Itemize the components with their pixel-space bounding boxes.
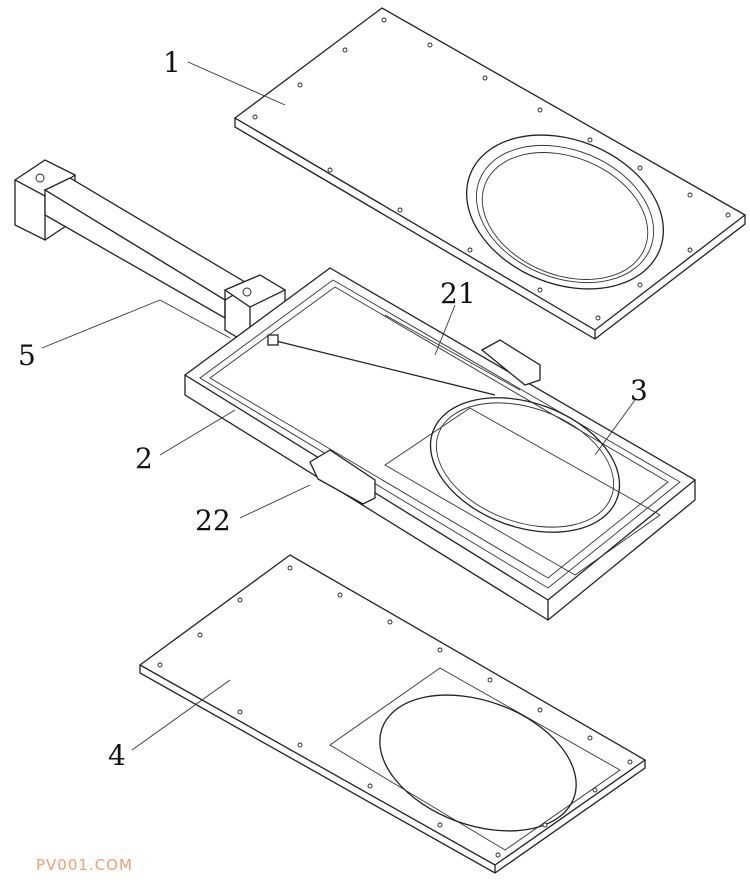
- leader-lines: [41, 61, 636, 751]
- label-4: 4: [108, 739, 126, 772]
- label-2: 2: [135, 442, 153, 475]
- cylinder: [13, 159, 287, 347]
- label-22: 22: [195, 504, 231, 537]
- label-21: 21: [440, 277, 476, 310]
- watermark: PV001.COM: [36, 856, 133, 874]
- label-1: 1: [163, 46, 181, 79]
- top-plate: [233, 7, 747, 340]
- label-5: 5: [18, 339, 36, 372]
- frame: [183, 267, 697, 621]
- bottom-plate: [138, 554, 647, 874]
- label-3: 3: [630, 374, 648, 407]
